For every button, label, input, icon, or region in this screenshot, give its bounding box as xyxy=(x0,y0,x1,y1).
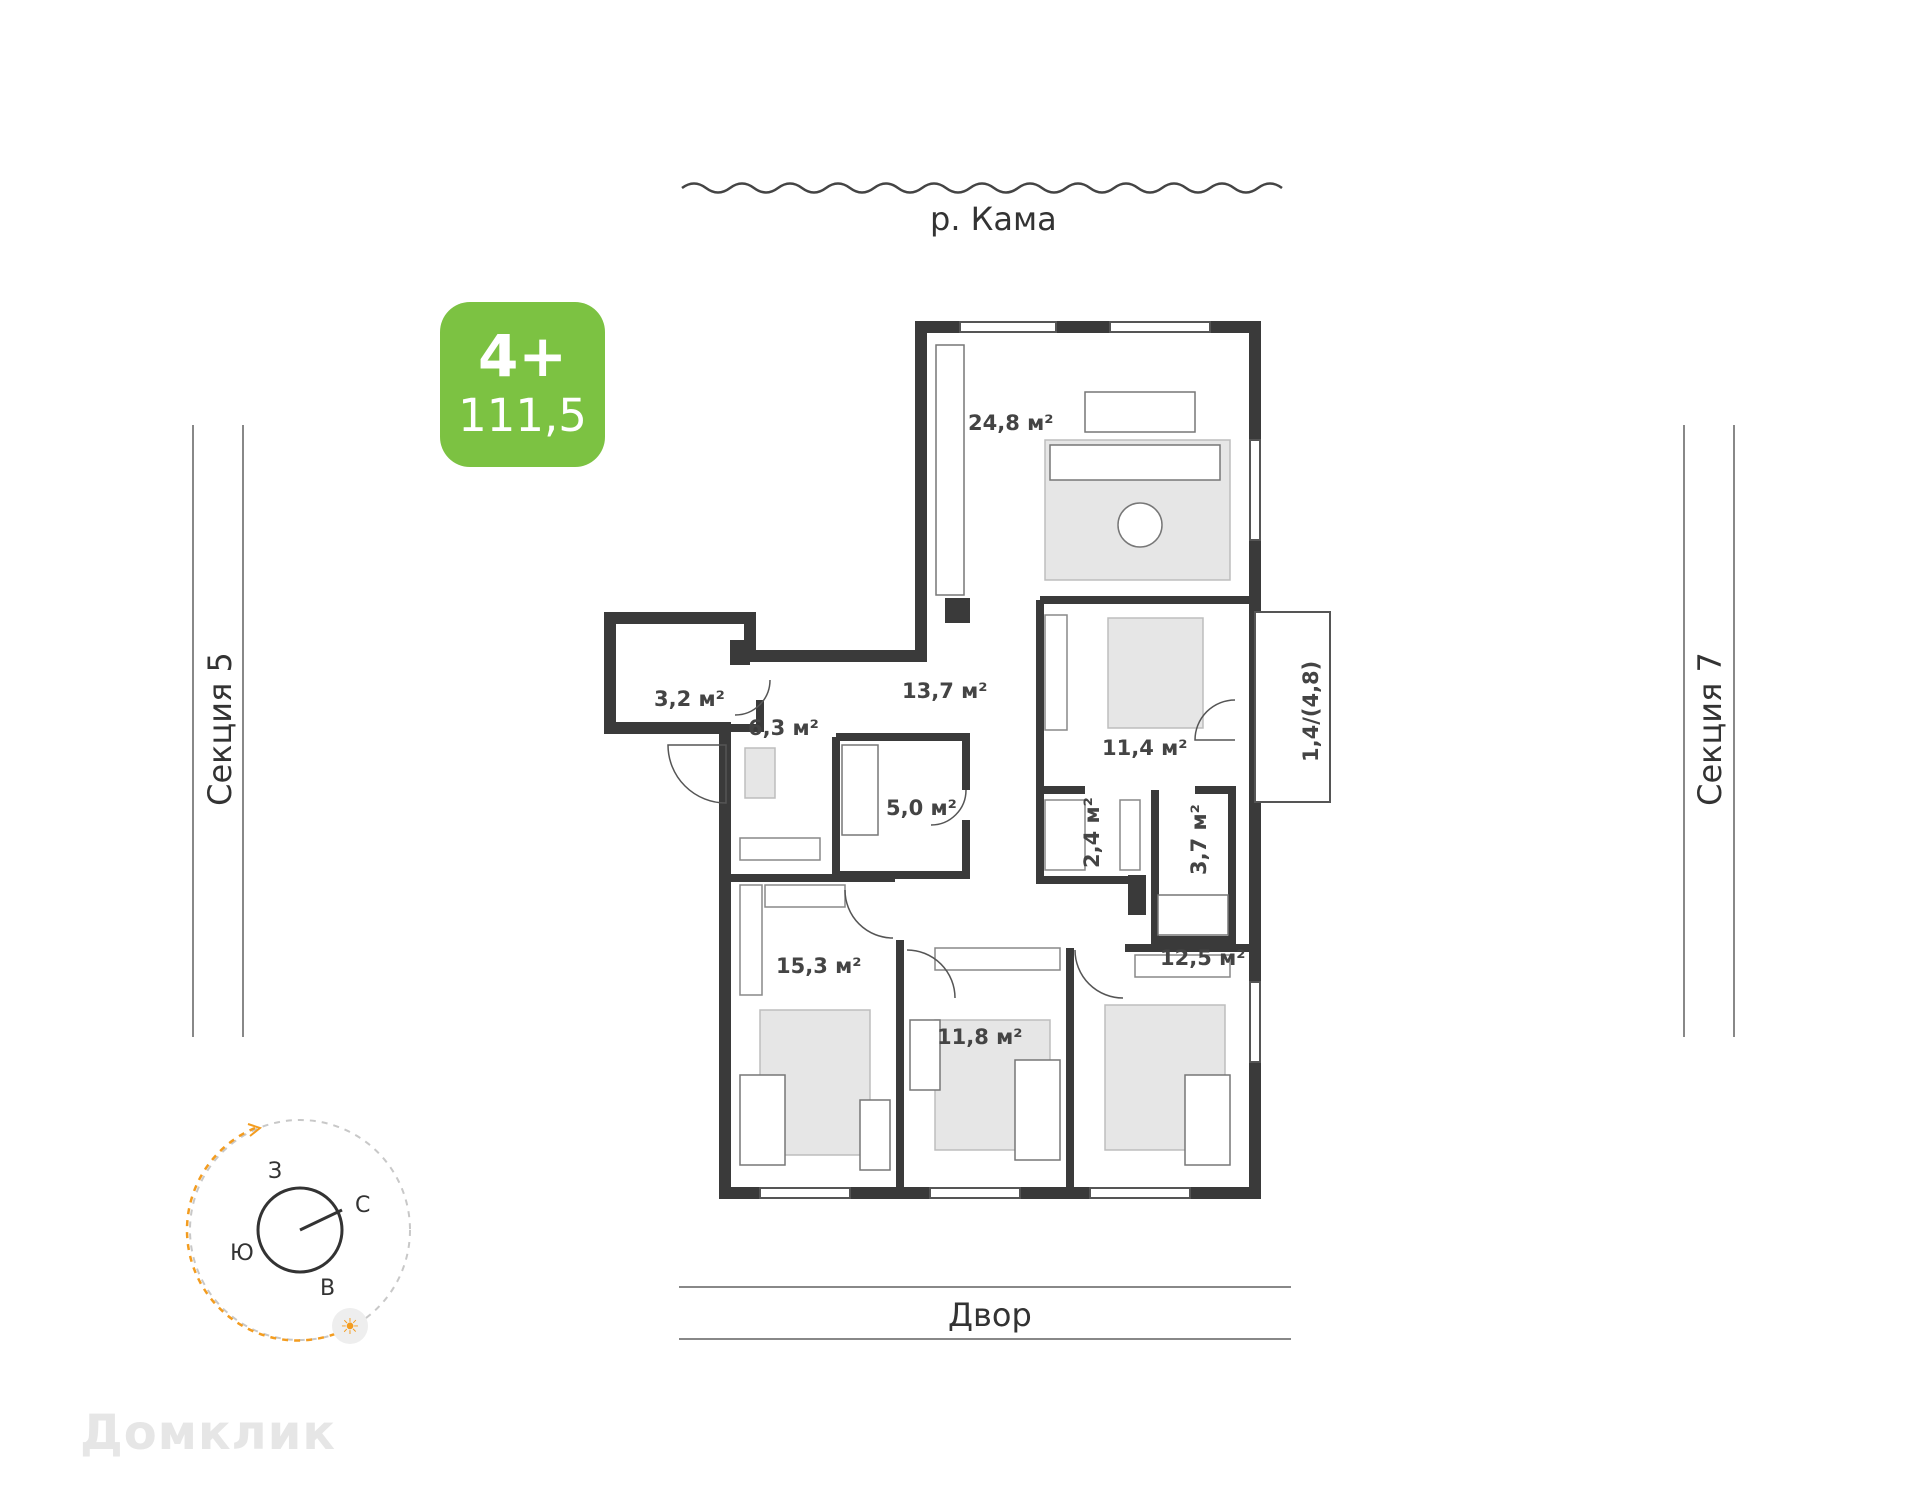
compass-south: Ю xyxy=(230,1241,254,1266)
compass: З С Ю В ☀ xyxy=(185,1119,411,1344)
area-bathroom-master: 3,7 м² xyxy=(1187,804,1211,875)
wardrobe-hatches xyxy=(739,614,1231,996)
window-bottom-1 xyxy=(759,1187,851,1199)
yard-label: Двор xyxy=(948,1296,1032,1334)
balcony xyxy=(1254,611,1331,803)
bathtub xyxy=(841,744,879,836)
kitchen-counter xyxy=(935,344,965,596)
window-bottom-3 xyxy=(1089,1187,1191,1199)
window-bottom-2 xyxy=(929,1187,1021,1199)
area-entry: 6,3 м² xyxy=(748,716,819,740)
window-right-1 xyxy=(1249,439,1261,541)
door-bedroom-right xyxy=(1074,949,1124,999)
sofa xyxy=(1049,444,1221,481)
area-bathroom-small: 3,2 м² xyxy=(654,687,725,711)
door-bedroom-master xyxy=(1194,699,1236,741)
column-1 xyxy=(945,598,970,623)
area-kitchen-living: 24,8 м² xyxy=(968,411,1054,435)
wall-bath5 xyxy=(832,733,970,879)
door-bedroom-mid xyxy=(906,949,956,999)
door-bath5 xyxy=(930,789,967,826)
door-entry xyxy=(667,744,727,804)
bed-right xyxy=(1184,1074,1231,1166)
column-3 xyxy=(1128,875,1146,915)
area-hall: 13,7 м² xyxy=(902,679,988,703)
bed-left xyxy=(739,1074,786,1166)
compass-north: С xyxy=(355,1193,370,1218)
coffee-table xyxy=(1117,502,1163,548)
dining-table xyxy=(1084,391,1196,433)
door-bedroom-left xyxy=(844,889,894,939)
watermark: Домклик xyxy=(80,1405,336,1461)
area-bedroom-left: 15,3 м² xyxy=(776,954,862,978)
area-wardrobe: 2,4 м² xyxy=(1080,797,1104,868)
master-bed xyxy=(1107,617,1204,729)
sun-icon-bg xyxy=(332,1308,368,1344)
compass-needle xyxy=(299,1208,343,1232)
area-bedroom-right: 12,5 м² xyxy=(1160,946,1246,970)
sun-path-arrow xyxy=(247,1123,263,1137)
wall-bathroom-small xyxy=(610,700,764,732)
bed-mid xyxy=(1014,1059,1061,1161)
entry-rug xyxy=(744,747,776,799)
river-wave xyxy=(681,182,1283,194)
room-count: 4+ xyxy=(478,322,567,390)
wall-bath37 xyxy=(1151,786,1236,944)
area-balcony: 1,4/(4,8) xyxy=(1299,661,1323,762)
column-2 xyxy=(730,640,750,665)
bathtub-small xyxy=(1157,894,1229,936)
sun-path xyxy=(185,1126,341,1342)
window-top-1 xyxy=(959,321,1057,333)
wall-wardrobe xyxy=(1036,790,1145,884)
total-area: 111,5 xyxy=(458,389,587,442)
compass-east: В xyxy=(320,1276,335,1301)
area-bedroom-middle: 11,8 м² xyxy=(937,1025,1023,1049)
door-bath-small xyxy=(734,679,771,716)
area-bathroom-main: 5,0 м² xyxy=(886,796,957,820)
desk-left xyxy=(859,1099,891,1171)
window-top-2 xyxy=(1109,321,1211,333)
window-right-2 xyxy=(1249,981,1261,1063)
apartment-badge: 4+ 111,5 xyxy=(440,302,605,467)
sun-icon: ☀ xyxy=(340,1315,360,1340)
river-label: р. Кама xyxy=(930,200,1057,238)
compass-west: З xyxy=(268,1159,282,1184)
area-bedroom-master: 11,4 м² xyxy=(1102,736,1188,760)
desk-mid xyxy=(909,1019,941,1091)
